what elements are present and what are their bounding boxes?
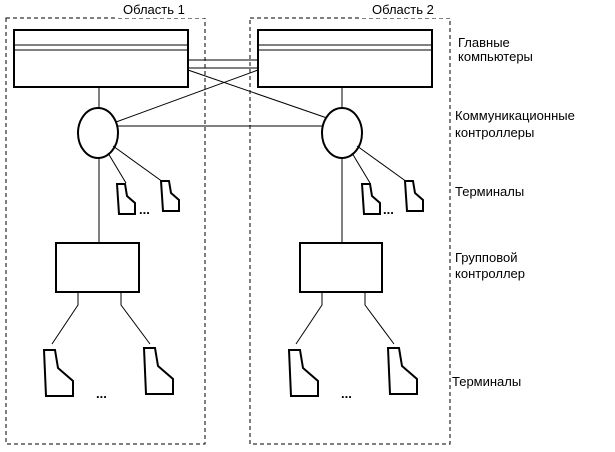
area-1-label: Область 1 bbox=[123, 2, 185, 17]
group-controller-2 bbox=[299, 242, 383, 293]
cc1-term-link-b bbox=[112, 145, 164, 183]
terminal-icon bbox=[142, 347, 174, 395]
ellipsis: ... bbox=[96, 386, 107, 401]
terminal-icon bbox=[360, 183, 381, 215]
area-2-label: Область 2 bbox=[372, 2, 434, 17]
label-terminals-top: Терминалы bbox=[455, 184, 524, 199]
area-1-label-bg bbox=[118, 2, 208, 18]
cc1-term-link-a bbox=[107, 152, 127, 184]
label-group-controller: Групповой контроллер bbox=[455, 250, 525, 281]
ellipsis: ... bbox=[139, 202, 150, 217]
terminal-icon bbox=[386, 347, 418, 395]
host1-to-controller2 bbox=[187, 69, 328, 119]
terminal-icon bbox=[115, 183, 136, 215]
cc2-term-link-b bbox=[356, 145, 408, 183]
gc2-term-link-a bbox=[295, 292, 323, 345]
group-controller-1 bbox=[55, 242, 140, 293]
gc1-term-link-b bbox=[120, 292, 151, 345]
host-computer-2 bbox=[257, 29, 433, 88]
comm-controller-2 bbox=[321, 107, 363, 159]
label-terminals-bottom: Терминалы bbox=[452, 374, 521, 389]
terminal-icon bbox=[403, 180, 424, 212]
ellipsis: ... bbox=[341, 386, 352, 401]
cc2-term-link-a bbox=[351, 152, 371, 184]
terminal-icon bbox=[42, 349, 74, 397]
area-2-boundary bbox=[249, 17, 451, 445]
label-comm-controllers: Коммуникационные контроллеры bbox=[455, 108, 578, 140]
terminal-icon bbox=[159, 180, 180, 212]
label-hosts: Главные компьютеры bbox=[458, 35, 533, 64]
ellipsis: ... bbox=[383, 202, 394, 217]
gc2-term-link-b bbox=[364, 292, 395, 345]
host-computer-1 bbox=[13, 29, 189, 88]
gc1-term-link-a bbox=[51, 292, 79, 345]
area-1-boundary bbox=[5, 17, 206, 445]
terminal-icon bbox=[287, 349, 319, 397]
area-2-label-bg bbox=[362, 2, 452, 18]
comm-controller-1 bbox=[77, 107, 119, 159]
host2-to-controller1 bbox=[115, 69, 259, 123]
